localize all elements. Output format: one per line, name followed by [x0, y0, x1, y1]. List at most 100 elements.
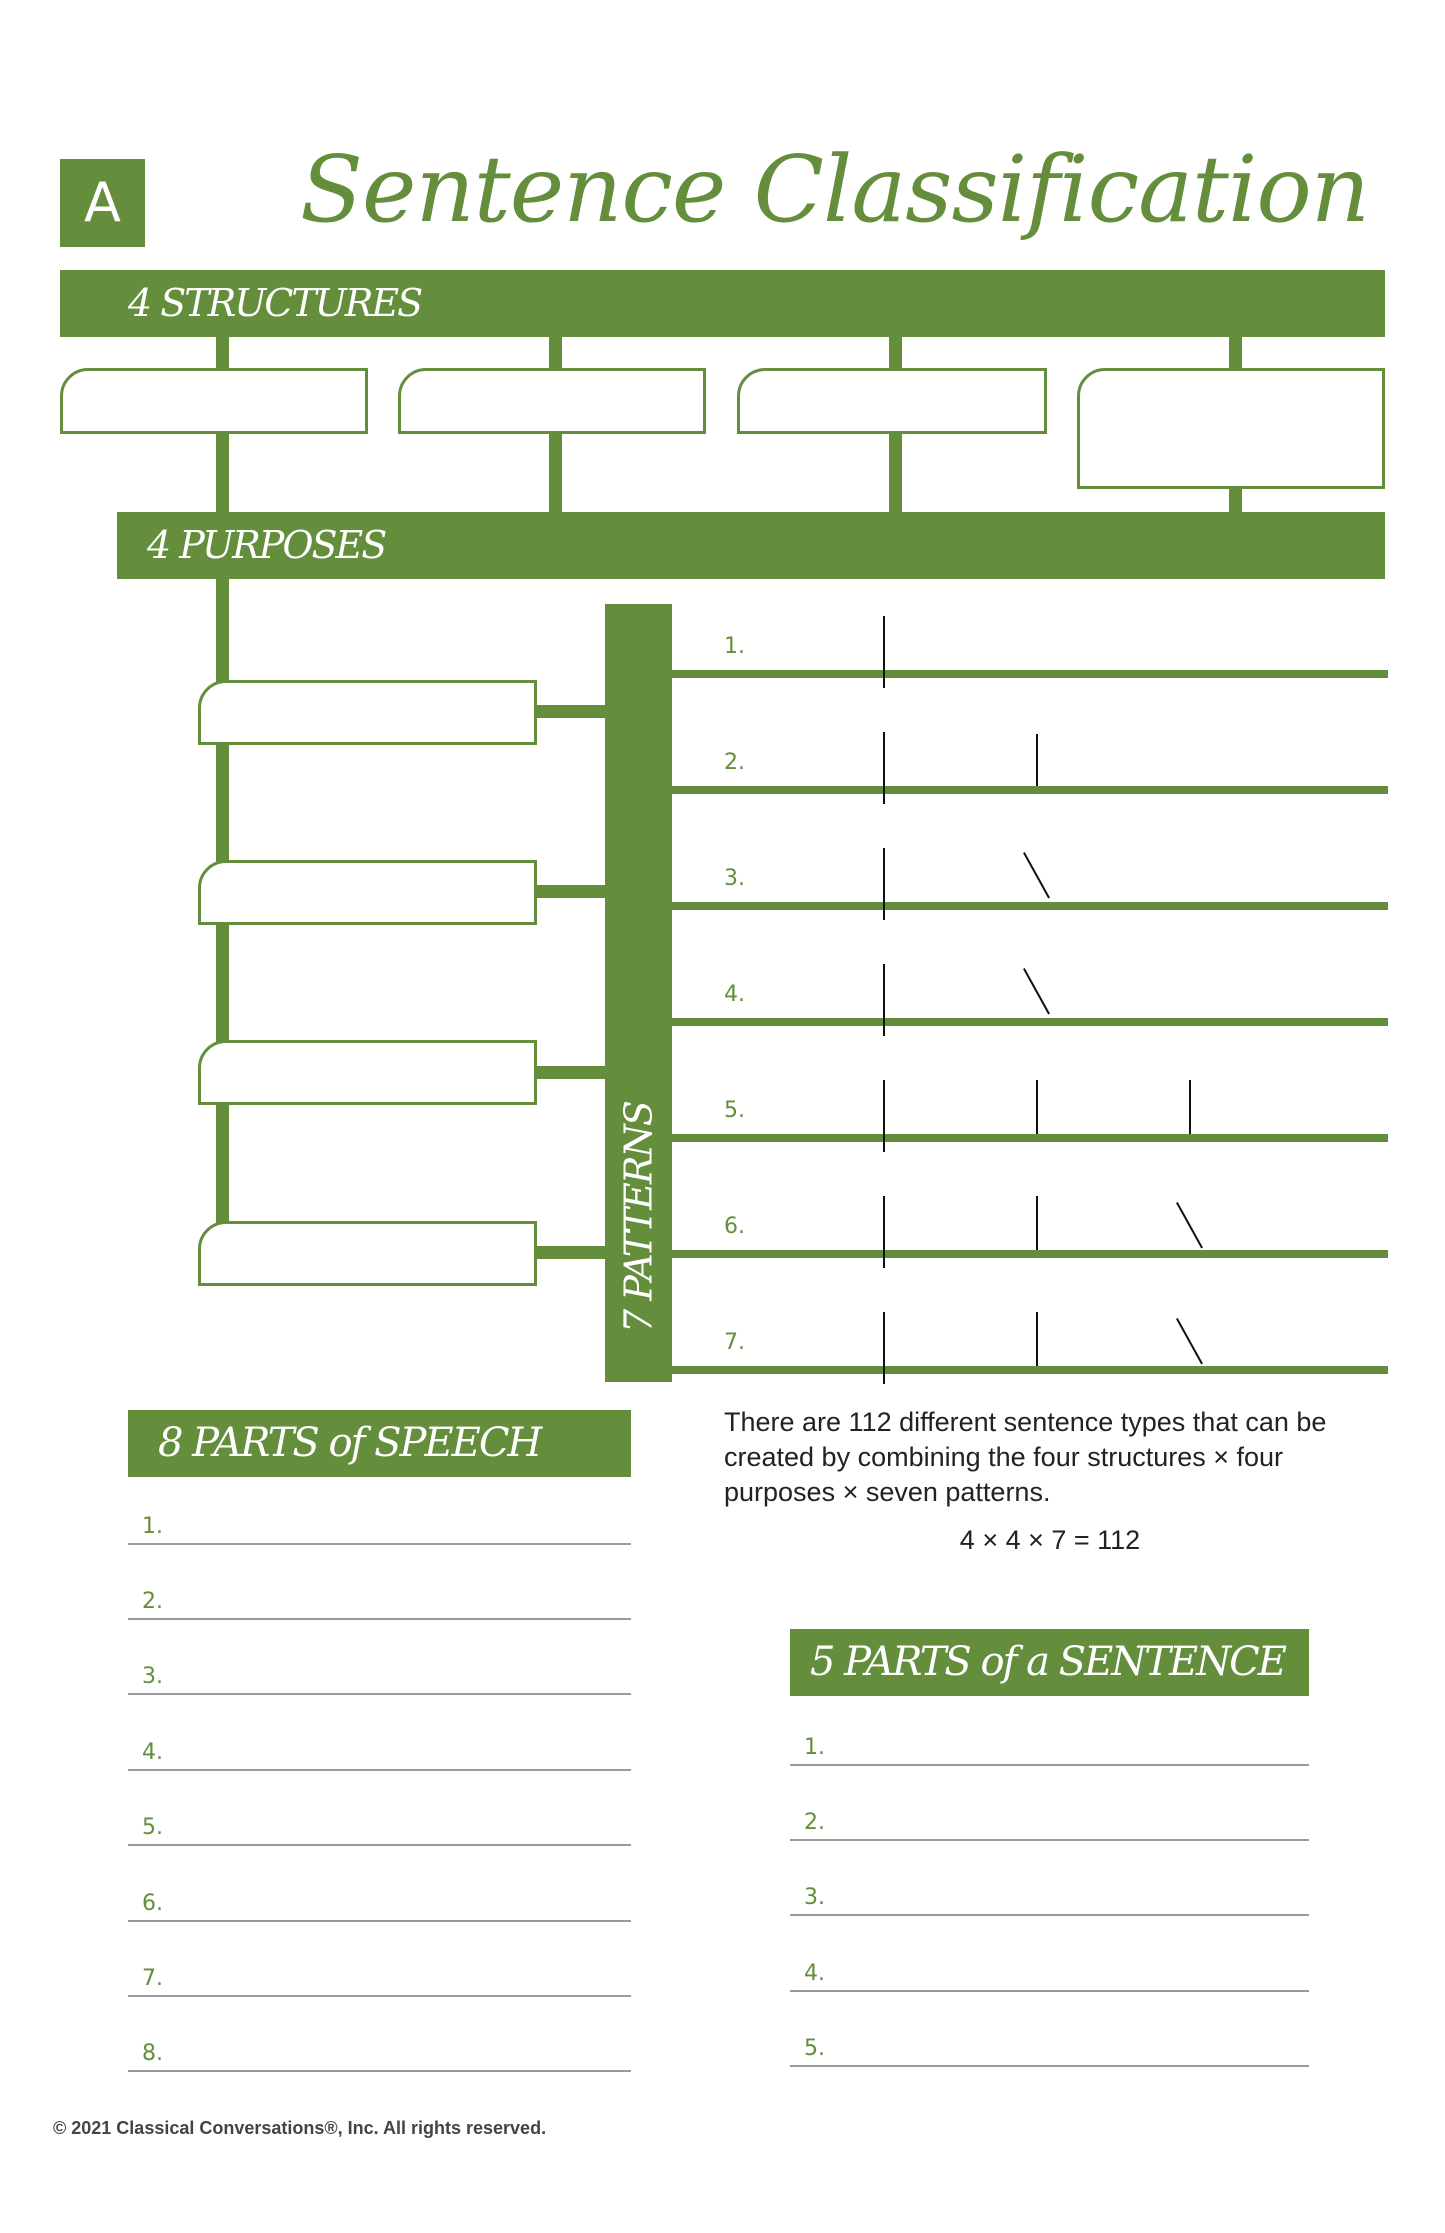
- pattern-line-3: [672, 902, 1388, 910]
- pattern-number-6: 6.: [724, 1214, 745, 1239]
- row-number: 1.: [142, 1514, 163, 1539]
- purpose-box-3[interactable]: [198, 1040, 537, 1105]
- parts-of-sentence-header: 5 PARTS of a SENTENCE: [790, 1629, 1309, 1696]
- parts-of-speech-row-4[interactable]: 4.: [128, 1726, 631, 1771]
- structures-label: 4 STRUCTURES: [128, 281, 423, 325]
- subject-predicate-divider: [883, 1312, 885, 1384]
- structure-box-3[interactable]: [737, 368, 1047, 434]
- direct-object-divider: [1036, 1312, 1038, 1366]
- answer-input[interactable]: [840, 1723, 1305, 1761]
- parts-of-speech-row-3[interactable]: 3.: [128, 1650, 631, 1695]
- structure-box-1[interactable]: [60, 368, 368, 434]
- answer-input[interactable]: [840, 2024, 1305, 2062]
- answer-input[interactable]: [178, 1879, 627, 1917]
- structure-input-2[interactable]: [425, 379, 693, 423]
- row-number: 1.: [804, 1735, 825, 1760]
- pattern-number-1: 1.: [724, 634, 745, 659]
- row-number: 7.: [142, 1966, 163, 1991]
- pattern-number-7: 7.: [724, 1330, 745, 1355]
- sentence-types-explanation: There are 112 different sentence types t…: [724, 1407, 1327, 1507]
- purpose-connector-1: [537, 705, 607, 718]
- parts-of-speech-row-5[interactable]: 5.: [128, 1801, 631, 1846]
- parts-of-speech-row-7[interactable]: 7.: [128, 1952, 631, 1997]
- pattern-line-2: [672, 786, 1388, 794]
- subject-predicate-divider: [883, 964, 885, 1036]
- pattern-number-5: 5.: [724, 1098, 745, 1123]
- answer-input[interactable]: [840, 1873, 1305, 1911]
- parts-of-speech-label: 8 PARTS of SPEECH: [158, 1420, 542, 1466]
- purpose-input-2[interactable]: [225, 871, 524, 914]
- direct-object-divider: [1036, 1080, 1038, 1134]
- complement-slash: [1176, 1318, 1203, 1365]
- patterns-label: 7 PATTERNS: [616, 1102, 660, 1333]
- purpose-box-2[interactable]: [198, 860, 537, 925]
- row-number: 4.: [804, 1961, 825, 1986]
- parts-of-sentence-row-4[interactable]: 4.: [790, 1947, 1309, 1992]
- purpose-connector-2: [537, 885, 607, 898]
- subject-predicate-divider: [883, 1196, 885, 1268]
- section-letter-badge: A: [60, 159, 145, 247]
- parts-of-sentence-row-5[interactable]: 5.: [790, 2022, 1309, 2067]
- row-number: 5.: [142, 1815, 163, 1840]
- subject-predicate-divider: [883, 1080, 885, 1152]
- direct-object-divider: [1036, 734, 1038, 786]
- complement-slash: [1176, 1202, 1203, 1249]
- parts-of-speech-row-6[interactable]: 6.: [128, 1877, 631, 1922]
- answer-input[interactable]: [178, 1954, 627, 1992]
- purposes-label: 4 PURPOSES: [147, 523, 387, 567]
- indirect-object-divider: [1189, 1080, 1191, 1134]
- pattern-line-7: [672, 1366, 1388, 1374]
- parts-of-sentence-row-1[interactable]: 1.: [790, 1721, 1309, 1766]
- purpose-box-1[interactable]: [198, 680, 537, 745]
- row-number: 6.: [142, 1891, 163, 1916]
- purpose-input-4[interactable]: [225, 1232, 524, 1275]
- purpose-input-3[interactable]: [225, 1051, 524, 1094]
- parts-of-sentence-row-3[interactable]: 3.: [790, 1871, 1309, 1916]
- pattern-line-4: [672, 1018, 1388, 1026]
- parts-of-speech-row-8[interactable]: 8.: [128, 2027, 631, 2072]
- purpose-box-4[interactable]: [198, 1221, 537, 1286]
- structure-box-4[interactable]: [1077, 368, 1385, 489]
- structure-box-2[interactable]: [398, 368, 706, 434]
- structure-input-3[interactable]: [764, 379, 1034, 423]
- purpose-input-1[interactable]: [225, 691, 524, 734]
- row-number: 2.: [142, 1589, 163, 1614]
- copyright-notice: © 2021 Classical Conversations®, Inc. Al…: [53, 2118, 547, 2138]
- parts-of-speech-row-1[interactable]: 1.: [128, 1500, 631, 1545]
- sentence-types-equation: 4 × 4 × 7 = 112: [959, 1525, 1141, 1555]
- pattern-line-1: [672, 670, 1388, 678]
- answer-input[interactable]: [178, 1652, 627, 1690]
- answer-input[interactable]: [840, 1949, 1305, 1987]
- row-number: 3.: [804, 1885, 825, 1910]
- parts-of-sentence-row-2[interactable]: 2.: [790, 1796, 1309, 1841]
- pattern-line-5: [672, 1134, 1388, 1142]
- parts-of-speech-header: 8 PARTS of SPEECH: [128, 1410, 631, 1477]
- answer-input[interactable]: [178, 1502, 627, 1540]
- pattern-number-3: 3.: [724, 866, 745, 891]
- row-number: 4.: [142, 1740, 163, 1765]
- answer-input[interactable]: [178, 1577, 627, 1615]
- purpose-connector-3: [537, 1066, 607, 1079]
- row-number: 2.: [804, 1810, 825, 1835]
- complement-slash: [1023, 968, 1050, 1015]
- page-title: Sentence Classification: [300, 136, 1370, 243]
- complement-slash: [1023, 852, 1050, 899]
- structures-header: 4 STRUCTURES: [60, 270, 1385, 337]
- parts-of-sentence-label: 5 PARTS of a SENTENCE: [810, 1639, 1287, 1685]
- answer-input[interactable]: [178, 1728, 627, 1766]
- answer-input[interactable]: [178, 1803, 627, 1841]
- answer-input[interactable]: [840, 1798, 1305, 1836]
- row-number: 5.: [804, 2036, 825, 2061]
- parts-of-speech-row-2[interactable]: 2.: [128, 1575, 631, 1620]
- pattern-number-2: 2.: [724, 750, 745, 775]
- structure-input-4[interactable]: [1104, 379, 1372, 478]
- subject-predicate-divider: [883, 732, 885, 804]
- purpose-connector-4: [537, 1246, 607, 1259]
- subject-predicate-divider: [883, 848, 885, 920]
- pattern-number-4: 4.: [724, 982, 745, 1007]
- purposes-header: 4 PURPOSES: [117, 512, 1385, 579]
- answer-input[interactable]: [178, 2029, 627, 2067]
- pattern-line-6: [672, 1250, 1388, 1258]
- structure-input-1[interactable]: [87, 379, 355, 423]
- row-number: 3.: [142, 1664, 163, 1689]
